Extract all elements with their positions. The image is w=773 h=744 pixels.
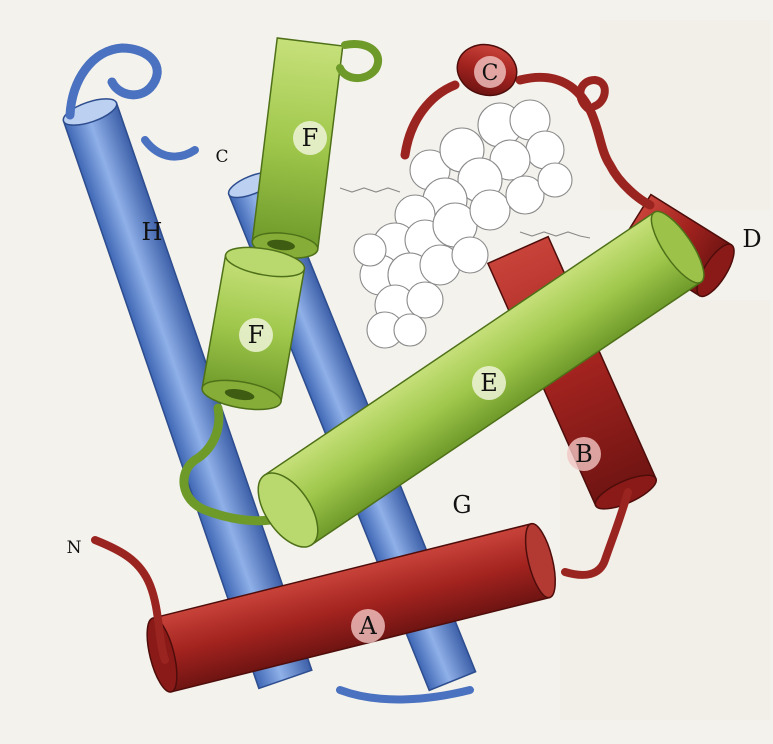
- loop-bottom: [340, 690, 470, 699]
- label-helix-b: B: [575, 440, 593, 468]
- label-c-terminus: C: [215, 147, 228, 167]
- label-n-terminus: N: [67, 538, 82, 558]
- label-helix-d: D: [742, 225, 761, 253]
- label-helix-g: G: [452, 491, 471, 519]
- loop-cd-hook: [580, 80, 604, 110]
- label-helix-f-lower: F: [248, 321, 265, 349]
- label-helix-h: H: [142, 218, 163, 246]
- label-helix-a: A: [358, 612, 377, 640]
- loop-ef-top: [340, 44, 378, 78]
- label-helix-c: C: [482, 61, 499, 86]
- helix-f-upper: [251, 38, 343, 261]
- label-helix-f-upper: F: [302, 124, 319, 152]
- helix-a: [141, 521, 561, 695]
- c-terminus-tail: [145, 140, 195, 157]
- label-helix-e: E: [480, 369, 498, 397]
